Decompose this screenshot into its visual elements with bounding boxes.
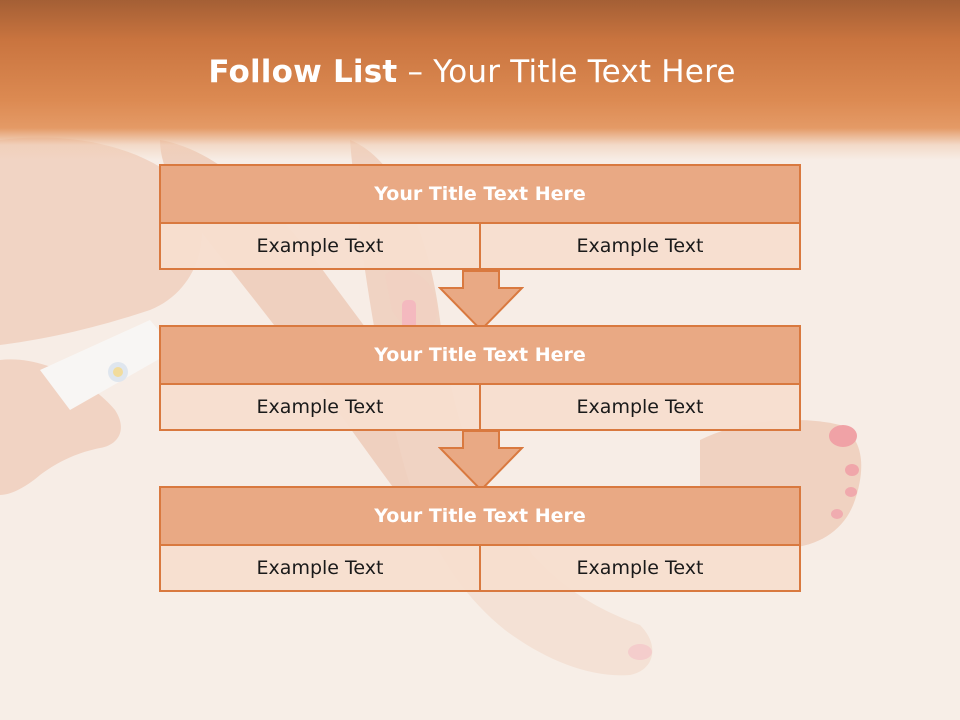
slide-title: Follow List – Your Title Text Here	[0, 54, 944, 90]
slide-title-rest: – Your Title Text Here	[397, 54, 736, 90]
block-1-title[interactable]: Your Title Text Here	[161, 166, 799, 224]
block-3-right-text[interactable]: Example Text	[481, 546, 799, 590]
list-block-2: Your Title Text Here Example Text Exampl…	[159, 325, 801, 431]
list-block-1: Your Title Text Here Example Text Exampl…	[159, 164, 801, 270]
down-arrow-icon	[438, 430, 524, 492]
block-1-left-text[interactable]: Example Text	[161, 224, 481, 268]
list-block-3: Your Title Text Here Example Text Exampl…	[159, 486, 801, 592]
block-3-left-text[interactable]: Example Text	[161, 546, 481, 590]
block-2-left-text[interactable]: Example Text	[161, 385, 481, 429]
block-3-title[interactable]: Your Title Text Here	[161, 488, 799, 546]
title-band	[0, 0, 960, 160]
block-2-right-text[interactable]: Example Text	[481, 385, 799, 429]
down-arrow-icon	[438, 270, 524, 332]
block-2-title[interactable]: Your Title Text Here	[161, 327, 799, 385]
block-1-right-text[interactable]: Example Text	[481, 224, 799, 268]
slide-title-bold: Follow List	[208, 54, 398, 90]
